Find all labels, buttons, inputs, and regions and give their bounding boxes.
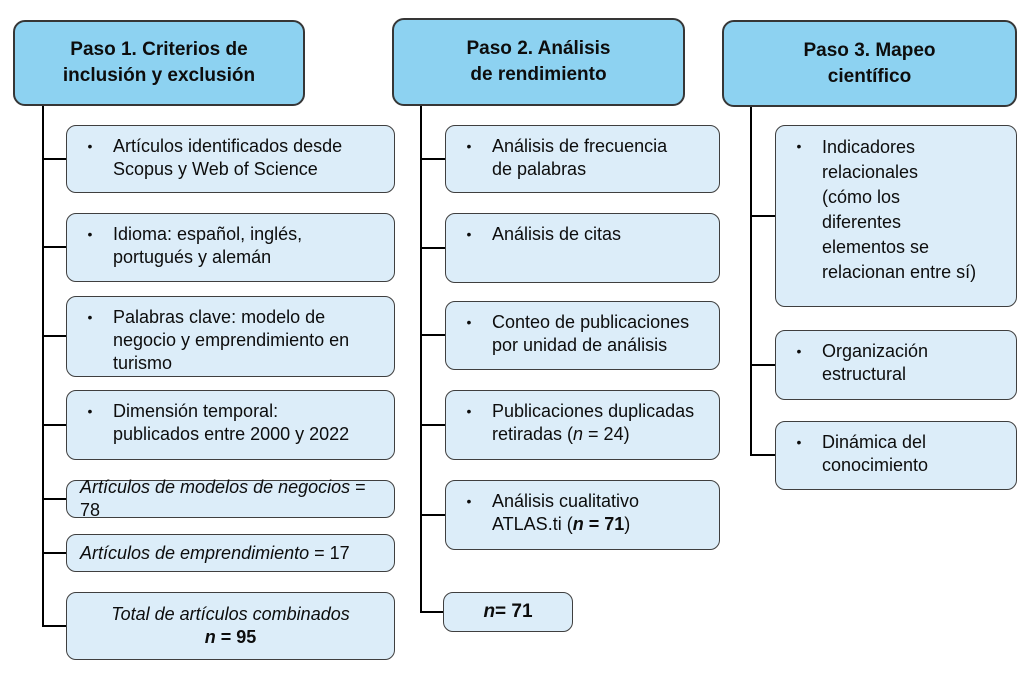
connector-trunk-step3 xyxy=(750,107,752,456)
connector-stub xyxy=(42,498,66,500)
step1-header-box: Paso 1. Criterios de inclusión y exclusi… xyxy=(13,20,305,106)
connector-stub xyxy=(420,158,445,160)
step2-item-publication-count: • Conteo de publicaciones por unidad de … xyxy=(445,301,720,370)
step2-item-qualitative-analysis: • Análisis cualitativo ATLAS.ti (n = 71) xyxy=(445,480,720,550)
connector-stub xyxy=(42,424,66,426)
n-symbol: n xyxy=(573,424,584,444)
step1-total-combined: Total de artículos combinados n = 95 xyxy=(66,592,395,660)
item-text: Conteo de publicaciones por unidad de an… xyxy=(492,312,690,355)
item-text-pre: Análisis cualitativo ATLAS.ti ( xyxy=(492,491,640,534)
item-text: Organización estructural xyxy=(822,341,929,384)
step2-item-duplicates-removed: • Publicaciones duplicadas retiradas (n … xyxy=(445,390,720,460)
item-text: Idioma: español, inglés, portugués y ale… xyxy=(113,224,303,267)
step1-item-language: • Idioma: español, inglés, portugués y a… xyxy=(66,213,395,282)
total-label: Total de artículos combinados xyxy=(111,604,350,624)
connector-trunk-step1 xyxy=(42,106,44,627)
n-value: = 71 xyxy=(495,601,533,622)
connector-stub xyxy=(420,611,443,613)
item-text: Palabras clave: modelo de negocio y empr… xyxy=(113,307,350,373)
connector-stub xyxy=(42,335,66,337)
n-value: = 71 xyxy=(583,514,625,534)
item-text: Análisis de citas xyxy=(492,224,622,244)
step3-header-box: Paso 3. Mapeo científico xyxy=(722,20,1017,107)
bullet-icon: • xyxy=(796,343,802,359)
n-symbol: n xyxy=(483,601,496,622)
item-text: Dinámica del conocimiento xyxy=(822,432,929,475)
bullet-icon: • xyxy=(466,314,472,330)
connector-stub xyxy=(750,454,775,456)
bullet-icon: • xyxy=(466,493,472,509)
item-text: Dimensión temporal: publicados entre 200… xyxy=(113,401,350,444)
step3-item-relational-indicators: • Indicadores relacionales (cómo los dif… xyxy=(775,125,1017,307)
connector-stub xyxy=(42,158,66,160)
item-text-pre: Publicaciones duplicadas retiradas ( xyxy=(492,401,695,444)
step1-count-entrepreneurship: Artículos de emprendimiento = 17 xyxy=(66,534,395,572)
bullet-icon: • xyxy=(87,138,93,154)
item-text: Artículos de emprendimiento = 17 xyxy=(80,542,350,565)
n-symbol: n xyxy=(204,627,216,647)
bullet-icon: • xyxy=(796,138,802,154)
item-text: Artículos identificados desde Scopus y W… xyxy=(113,136,343,179)
step2-final-n-box: n = 71 xyxy=(443,592,573,632)
item-text: Publicaciones duplicadas retiradas (n = … xyxy=(492,400,694,446)
bullet-icon: • xyxy=(466,138,472,154)
step1-count-business-models: Artículos de modelos de negocios = 78 xyxy=(66,477,395,520)
connector-stub xyxy=(420,424,445,426)
step3-item-knowledge-dynamics: • Dinámica del conocimiento xyxy=(775,421,1017,490)
connector-stub xyxy=(420,514,445,516)
connector-stub xyxy=(42,246,66,248)
connector-stub xyxy=(420,247,445,249)
bullet-icon: • xyxy=(466,226,472,242)
connector-stub xyxy=(750,364,775,366)
bullet-icon: • xyxy=(87,309,93,325)
step2-header-box: Paso 2. Análisis de rendimiento xyxy=(392,18,685,106)
item-text: Artículos de modelos de negocios = 78 xyxy=(80,476,388,522)
item-text: Análisis cualitativo ATLAS.ti (n = 71) xyxy=(492,490,639,536)
n-value: = 95 xyxy=(215,627,257,647)
n-symbol: n xyxy=(572,514,584,534)
bullet-icon: • xyxy=(796,434,802,450)
item-text-post: ) xyxy=(624,514,631,534)
step2-item-word-frequency: • Análisis de frecuencia de palabras xyxy=(445,125,720,193)
step1-item-temporal-dimension: • Dimensión temporal: publicados entre 2… xyxy=(66,390,395,460)
count-label: Artículos de modelos de negocios xyxy=(80,477,351,497)
step1-item-articles-identified: • Artículos identificados desde Scopus y… xyxy=(66,125,395,193)
item-text: Análisis de frecuencia de palabras xyxy=(492,136,668,179)
item-text-post: = 24) xyxy=(583,424,630,444)
connector-stub xyxy=(42,625,66,627)
step1-item-keywords: • Palabras clave: modelo de negocio y em… xyxy=(66,296,395,377)
item-text: Indicadores relacionales (cómo los difer… xyxy=(822,137,977,282)
step2-item-citation-analysis: • Análisis de citas xyxy=(445,213,720,283)
count-value: = 17 xyxy=(309,542,350,563)
connector-stub xyxy=(750,215,775,217)
connector-trunk-step2 xyxy=(420,106,422,613)
step3-item-structural-organization: • Organización estructural xyxy=(775,330,1017,400)
count-label: Artículos de emprendimiento xyxy=(80,542,310,563)
connector-stub xyxy=(42,552,66,554)
bullet-icon: • xyxy=(87,403,93,419)
total-value: n = 95 xyxy=(205,626,257,649)
bullet-icon: • xyxy=(87,226,93,242)
connector-stub xyxy=(420,334,445,336)
bullet-icon: • xyxy=(466,403,472,419)
count-value: = 78 xyxy=(80,477,366,520)
